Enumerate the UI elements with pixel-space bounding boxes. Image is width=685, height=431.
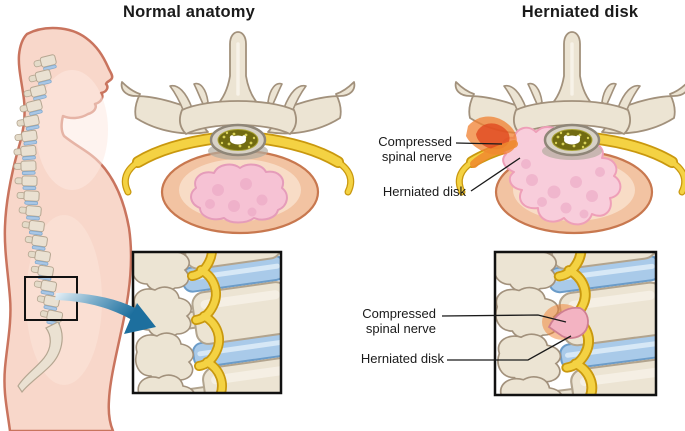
skin-highlight (36, 70, 108, 190)
body-spine (10, 54, 67, 394)
axial-vertebra-normal (122, 32, 355, 235)
axial-vertebra-herniated (456, 32, 685, 235)
lateral-herniation (542, 304, 589, 340)
panel-title-herniated: Herniated disk (521, 3, 639, 21)
nucleus-pulposus (190, 163, 288, 224)
inset-border-herniated (493, 250, 658, 397)
leader-axial-compressed-nerve (455, 142, 503, 145)
leader-lines (441, 142, 572, 361)
magnify-arrow-icon (55, 292, 156, 334)
leader-axial-herniated-disk (470, 157, 521, 192)
leader-lateral-herniated-disk (447, 335, 572, 361)
inflamed-nerve-root (466, 116, 518, 168)
label-lateral-compressed-nerve: Compressed spinal nerve (362, 306, 436, 336)
sacrum (17, 321, 63, 394)
label-axial-herniated-disk: Herniated disk (382, 184, 466, 199)
panel-title-normal: Normal anatomy (122, 3, 256, 21)
leader-lateral-compressed-nerve (441, 314, 567, 323)
label-axial-compressed-nerve: Compressed spinal nerve (378, 134, 452, 164)
label-lateral-herniated-disk: Herniated disk (360, 351, 444, 366)
body-figure (3, 26, 133, 431)
inset-lateral-herniated (491, 200, 684, 431)
